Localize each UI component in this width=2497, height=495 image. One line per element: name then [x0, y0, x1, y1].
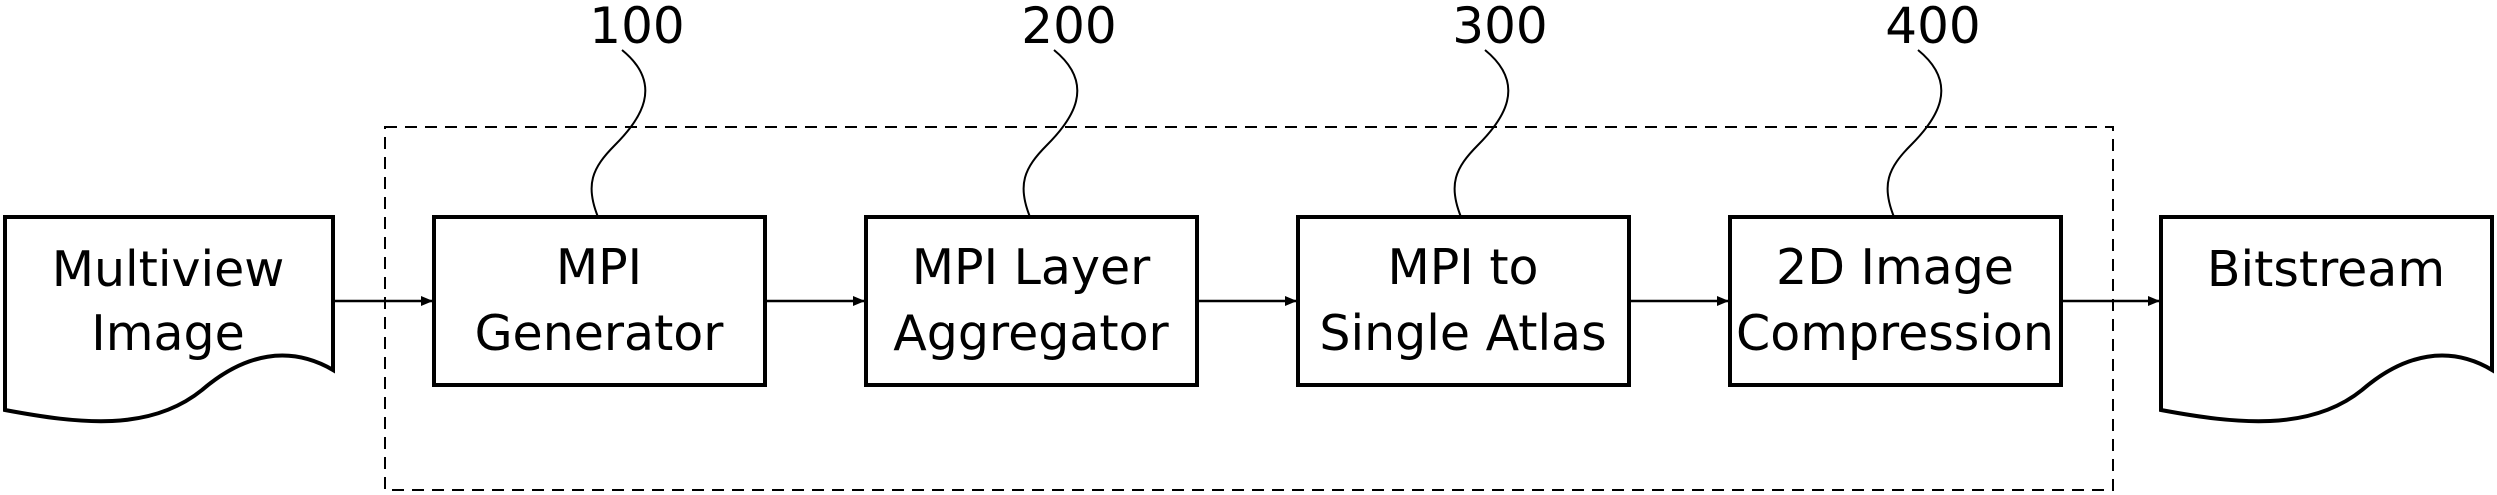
input-label-line-1: Multiview [52, 241, 285, 298]
block-2d-image-compression-line-1: 2D Image [1776, 239, 2014, 296]
block-mpi-to-single-atlas-line-2: Single Atlas [1319, 305, 1606, 362]
leader-line-100 [592, 50, 646, 217]
block-mpi-to-single-atlas-line-1: MPI to [1387, 239, 1538, 296]
input-document: Multiview Image [5, 217, 333, 421]
reference-numeral-300: 300 [1452, 0, 1547, 55]
block-2d-image-compression-line-2: Compression [1736, 305, 2054, 362]
block-mpi-layer-aggregator-line-1: MPI Layer [912, 239, 1151, 296]
leader-line-200 [1024, 50, 1078, 217]
block-mpi-generator: MPI Generator [434, 217, 765, 385]
input-label-line-2: Image [91, 305, 244, 362]
block-mpi-layer-aggregator-line-2: Aggregator [893, 305, 1169, 362]
reference-400: 400 [1885, 0, 1980, 217]
block-mpi-generator-line-2: Generator [475, 305, 725, 362]
leader-line-300 [1455, 50, 1509, 217]
block-mpi-to-single-atlas: MPI to Single Atlas [1298, 217, 1629, 385]
reference-300: 300 [1452, 0, 1547, 217]
reference-numeral-100: 100 [589, 0, 684, 55]
reference-numeral-200: 200 [1021, 0, 1116, 55]
reference-numeral-400: 400 [1885, 0, 1980, 55]
output-document: Bitstream [2161, 217, 2492, 421]
block-mpi-generator-line-1: MPI [556, 239, 642, 296]
reference-100: 100 [589, 0, 684, 217]
block-mpi-layer-aggregator: MPI Layer Aggregator [866, 217, 1197, 385]
block-2d-image-compression: 2D Image Compression [1730, 217, 2061, 385]
leader-line-400 [1888, 50, 1942, 217]
output-label-line-1: Bitstream [2207, 241, 2445, 298]
reference-200: 200 [1021, 0, 1116, 217]
